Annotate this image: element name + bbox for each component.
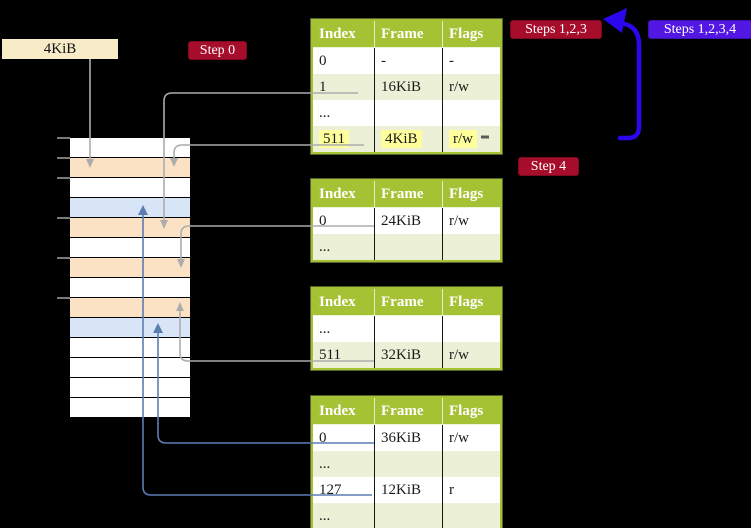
physical-memory-column [70,137,190,418]
cell-frame: 4KiB [374,126,443,153]
badge-step-4: Step 4 [518,157,579,176]
cell-index: 511 [312,126,375,153]
table-row: ... [312,315,501,342]
cell-index: ... [312,503,375,528]
cell-frame: 36KiB [374,424,443,451]
table-row: 0 24KiB r/w [312,207,501,234]
cell-index: 0 [312,47,375,74]
table-row: 1 16KiB r/w [312,74,501,100]
cell-frame [374,315,443,342]
cell-flags [442,234,501,261]
column-header-index: Index [312,180,375,208]
address-tick [57,297,70,299]
memory-row-10-blue [70,318,190,338]
cell-frame: 12KiB [374,477,443,503]
memory-row-4-blue [70,198,190,218]
memory-row-3-white [70,178,190,198]
highlight: 511 [319,129,349,148]
table-header-row: Index Frame Flags [312,397,501,425]
cell-frame: 32KiB [374,342,443,369]
table-header-row: Index Frame Flags [312,20,501,48]
column-header-index: Index [312,20,375,48]
column-header-index: Index [312,288,375,316]
cell-index: ... [312,234,375,261]
highlight: r/w [449,129,477,148]
memory-row-1-white [70,138,190,158]
page-table-3: Index Frame Flags ... 511 32KiB r/w [310,286,503,371]
cell-frame [374,451,443,477]
memory-row-13-white [70,378,190,398]
cell-flags: r/w [442,207,501,234]
memory-row-9-peach [70,298,190,318]
table-row: 0 36KiB r/w [312,424,501,451]
column-header-flags: Flags [442,288,501,316]
cell-index: 1 [312,74,375,100]
page-table-1: Index Frame Flags 0 - - 1 16KiB r/w ... … [310,18,503,155]
cell-flags: r/w [442,342,501,369]
loopback-arrow [603,8,642,141]
table-header-row: Index Frame Flags [312,180,501,208]
cell-frame [374,234,443,261]
cell-flags: r [442,477,501,503]
badge-step-0: Step 0 [188,41,247,60]
memory-row-12-white [70,358,190,378]
table-row-highlighted: 511 4KiB r/w [312,126,501,153]
cell-flags: r/w [442,74,501,100]
memory-row-11-white [70,338,190,358]
cell-index: ... [312,315,375,342]
address-tick [57,177,70,179]
column-header-flags: Flags [442,397,501,425]
table-row: ... [312,100,501,126]
cell-frame: 16KiB [374,74,443,100]
page-size-label: 4KiB [43,41,77,57]
cell-index: ... [312,100,375,126]
cell-frame: - [374,47,443,74]
column-header-frame: Frame [374,288,443,316]
highlight: 4KiB [381,129,422,148]
column-header-index: Index [312,397,375,425]
table-header-row: Index Frame Flags [312,288,501,316]
badge-steps-123: Steps 1,2,3 [510,20,602,39]
address-tick [57,157,70,159]
table-row: 511 32KiB r/w [312,342,501,369]
cell-frame [374,100,443,126]
cell-flags [442,451,501,477]
memory-row-7-peach [70,258,190,278]
table-row: 127 12KiB r [312,477,501,503]
page-size-label-box: 4KiB [2,39,118,59]
memory-row-5-peach [70,218,190,238]
cell-index: 0 [312,424,375,451]
cell-flags [442,503,501,528]
cell-index: 0 [312,207,375,234]
badge-steps-1234: Steps 1,2,3,4 [648,20,751,39]
column-header-frame: Frame [374,20,443,48]
cell-flags: r/w [442,126,501,153]
table-row: ... [312,503,501,528]
page-table-2: Index Frame Flags 0 24KiB r/w ... [310,178,503,263]
address-tick [57,257,70,259]
address-tick [57,217,70,219]
column-header-flags: Flags [442,180,501,208]
memory-row-8-white [70,278,190,298]
cell-flags [442,100,501,126]
column-header-flags: Flags [442,20,501,48]
table-row: ... [312,234,501,261]
column-header-frame: Frame [374,397,443,425]
cell-index: ... [312,451,375,477]
cell-frame [374,503,443,528]
page-table-4: Index Frame Flags 0 36KiB r/w ... 127 12… [310,395,503,528]
table-row: 0 - - [312,47,501,74]
cell-flags [442,315,501,342]
cell-index: 511 [312,342,375,369]
memory-row-2-peach [70,158,190,178]
cell-index: 127 [312,477,375,503]
memory-row-14-white [70,398,190,418]
column-header-frame: Frame [374,180,443,208]
cell-frame: 24KiB [374,207,443,234]
memory-row-6-white [70,238,190,258]
cell-flags: - [442,47,501,74]
cell-flags: r/w [442,424,501,451]
table-row: ... [312,451,501,477]
address-tick [57,137,70,139]
